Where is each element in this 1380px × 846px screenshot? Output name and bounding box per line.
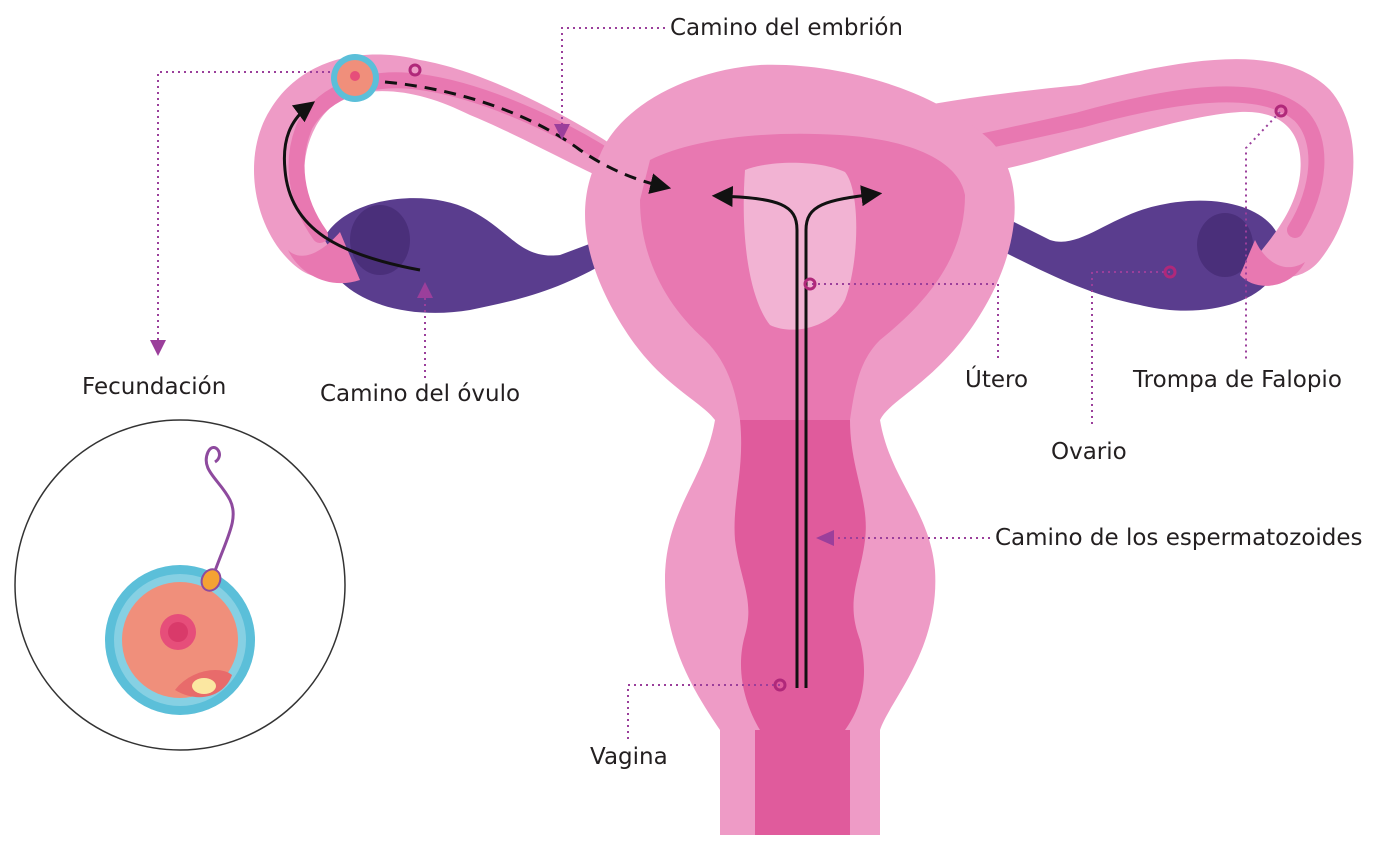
label-fallopian-tube: Trompa de Falopio	[1133, 369, 1342, 392]
uterus-body	[585, 65, 1015, 835]
fertilization-leader-arrowhead	[150, 340, 166, 356]
label-embryo-path: Camino del embrión	[670, 17, 903, 40]
label-fertilization: Fecundación	[82, 376, 226, 399]
tube-fertilized-egg	[331, 54, 379, 102]
egg-nucleolus	[168, 622, 188, 642]
label-ovary: Ovario	[1051, 441, 1127, 464]
label-ovum-path: Camino del óvulo	[320, 383, 520, 406]
fertilization-inset	[15, 420, 345, 750]
label-sperm-path: Camino de los espermatozoides	[995, 527, 1363, 550]
label-vagina: Vagina	[590, 746, 668, 769]
polar-body-core	[192, 678, 216, 694]
label-uterus: Útero	[965, 369, 1028, 392]
right-ovary	[1000, 201, 1281, 311]
